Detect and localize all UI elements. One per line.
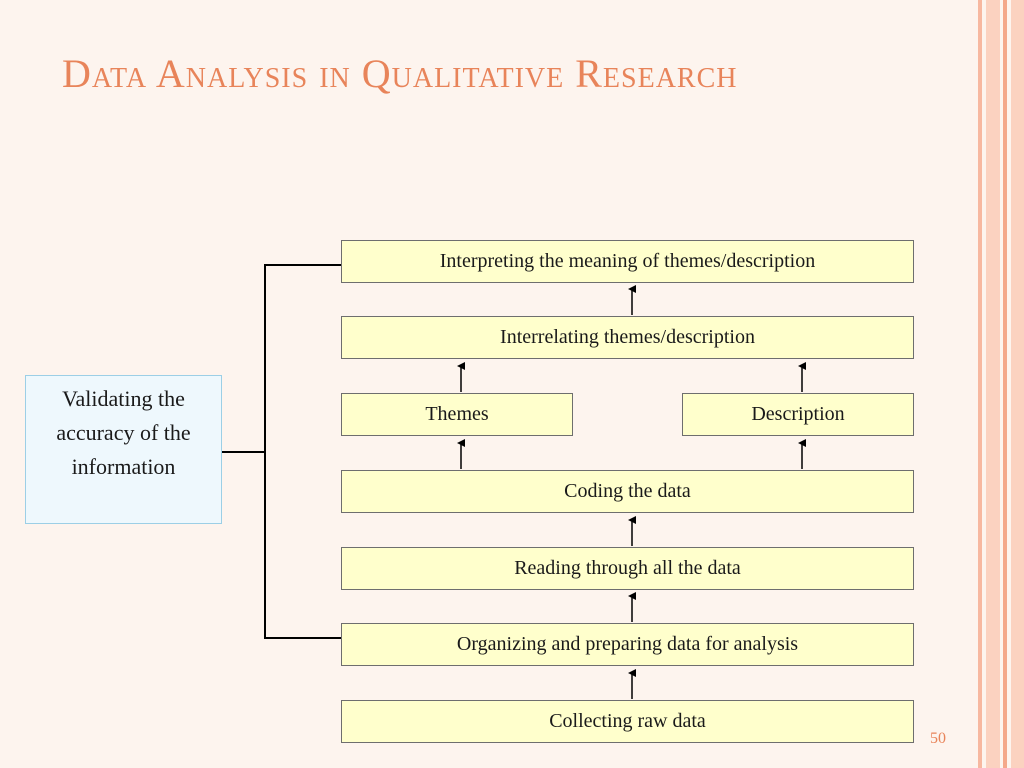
step-coding: Coding the data (341, 470, 914, 513)
page-number: 50 (930, 730, 946, 747)
slide-title: Data Analysis in Qualitative Research (62, 51, 738, 96)
validation-box: Validating the accuracy of the informati… (25, 375, 222, 524)
validation-bracket (264, 264, 341, 639)
step-reading: Reading through all the data (341, 547, 914, 590)
step-interpreting: Interpreting the meaning of themes/descr… (341, 240, 914, 283)
edge-stripe (978, 0, 982, 768)
edge-stripe (1011, 0, 1024, 768)
step-collecting: Collecting raw data (341, 700, 914, 743)
step-interrelating: Interrelating themes/description (341, 316, 914, 359)
step-organizing: Organizing and preparing data for analys… (341, 623, 914, 666)
edge-stripe (1003, 0, 1007, 768)
edge-stripe (986, 0, 1000, 768)
step-themes: Themes (341, 393, 573, 436)
step-description: Description (682, 393, 914, 436)
